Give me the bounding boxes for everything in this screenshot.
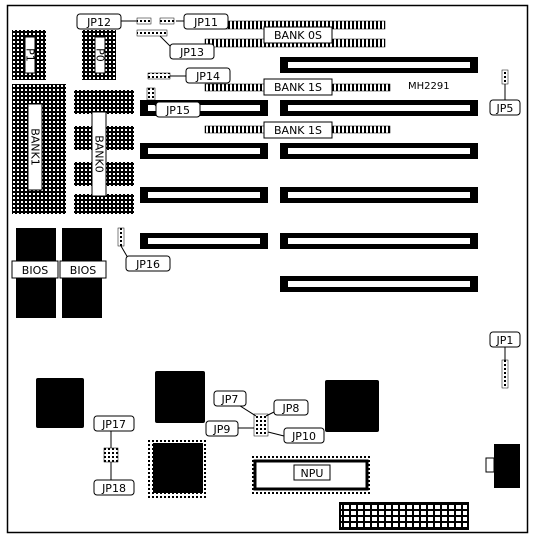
simm-bank-1-label: BANK1 xyxy=(29,128,42,166)
jp9-callout: JP9 xyxy=(205,420,239,437)
jp5-label: JP5 xyxy=(496,102,514,115)
jp17-callout: JP17 xyxy=(93,415,135,432)
jp1-callout: JP1 xyxy=(489,331,521,348)
jp14-label: JP14 xyxy=(195,70,220,83)
jp18-callout: JP18 xyxy=(93,479,135,496)
chip-right xyxy=(325,380,379,432)
leader-lines xyxy=(110,20,506,480)
jp11-callout: JP11 xyxy=(183,13,229,30)
simm-bank-0-label: BANK0 xyxy=(93,135,106,173)
jumper-headers xyxy=(103,17,509,463)
expansion-slot xyxy=(280,233,478,249)
bank-1s-lower-label: BANK 1S xyxy=(274,124,322,137)
jp8-label: JP8 xyxy=(282,402,300,415)
socket-p0: P0 xyxy=(82,30,116,80)
jp9-label: JP9 xyxy=(213,423,231,436)
jp15-label: JP15 xyxy=(165,104,190,117)
simm-bank-1: BANK1 xyxy=(12,84,66,214)
bios-chip-2-label: BIOS xyxy=(70,264,96,277)
jp7-label: JP7 xyxy=(221,393,239,406)
jp16-label: JP16 xyxy=(135,258,160,271)
jp10-callout: JP10 xyxy=(283,427,325,444)
jp18-label: JP18 xyxy=(101,482,126,495)
expansion-slot xyxy=(140,187,268,203)
chip-center xyxy=(155,371,205,423)
jp16-callout: JP16 xyxy=(125,255,171,272)
jp7-callout: JP7 xyxy=(213,390,247,407)
board-model-label: MH2291 xyxy=(408,81,450,92)
npu-label: NPU xyxy=(301,467,324,480)
jp12-callout: JP12 xyxy=(76,13,122,30)
bank-1s-upper-label: BANK 1S xyxy=(274,81,322,94)
expansion-slot xyxy=(280,100,478,116)
jp13-callout: JP13 xyxy=(169,43,215,60)
cache-bank-1s-upper: BANK 1S xyxy=(204,78,391,96)
jp8-callout: JP8 xyxy=(273,399,309,416)
expansion-slot xyxy=(280,57,478,73)
chip-left xyxy=(36,378,84,428)
socket-p0-label: P0 xyxy=(94,48,107,62)
cpu-chip xyxy=(148,438,208,498)
jp5-callout: JP5 xyxy=(489,99,521,116)
jp15-callout: JP15 xyxy=(155,101,201,118)
socket-p1-label: P1 xyxy=(24,48,37,62)
power-connector xyxy=(339,502,469,530)
bios-chip-1-label: BIOS xyxy=(22,264,48,277)
jp13-label: JP13 xyxy=(179,46,204,59)
expansion-slot xyxy=(280,143,478,159)
bios-chip-2: BIOS xyxy=(59,228,107,318)
jp10-label: JP10 xyxy=(291,430,316,443)
jp1-label: JP1 xyxy=(496,334,514,347)
expansion-slot xyxy=(140,233,268,249)
expansion-slot xyxy=(280,187,478,203)
jp14-callout: JP14 xyxy=(185,67,231,84)
jp11-label: JP11 xyxy=(193,16,218,29)
npu-socket: NPU xyxy=(250,455,372,495)
bios-chip-1: BIOS xyxy=(11,228,59,318)
jp12-label: JP12 xyxy=(86,16,111,29)
cache-bank-1s-lower: BANK 1S xyxy=(204,121,391,139)
expansion-slot xyxy=(140,143,268,159)
cache-bank-0s: BANK 0S xyxy=(204,20,386,48)
bank-0s-label: BANK 0S xyxy=(274,29,322,42)
simm-bank-0: BANK0 xyxy=(74,90,134,214)
expansion-slot xyxy=(280,276,478,292)
socket-p1: P1 xyxy=(12,30,46,80)
keyboard-connector xyxy=(485,444,520,488)
jp17-label: JP17 xyxy=(101,418,126,431)
